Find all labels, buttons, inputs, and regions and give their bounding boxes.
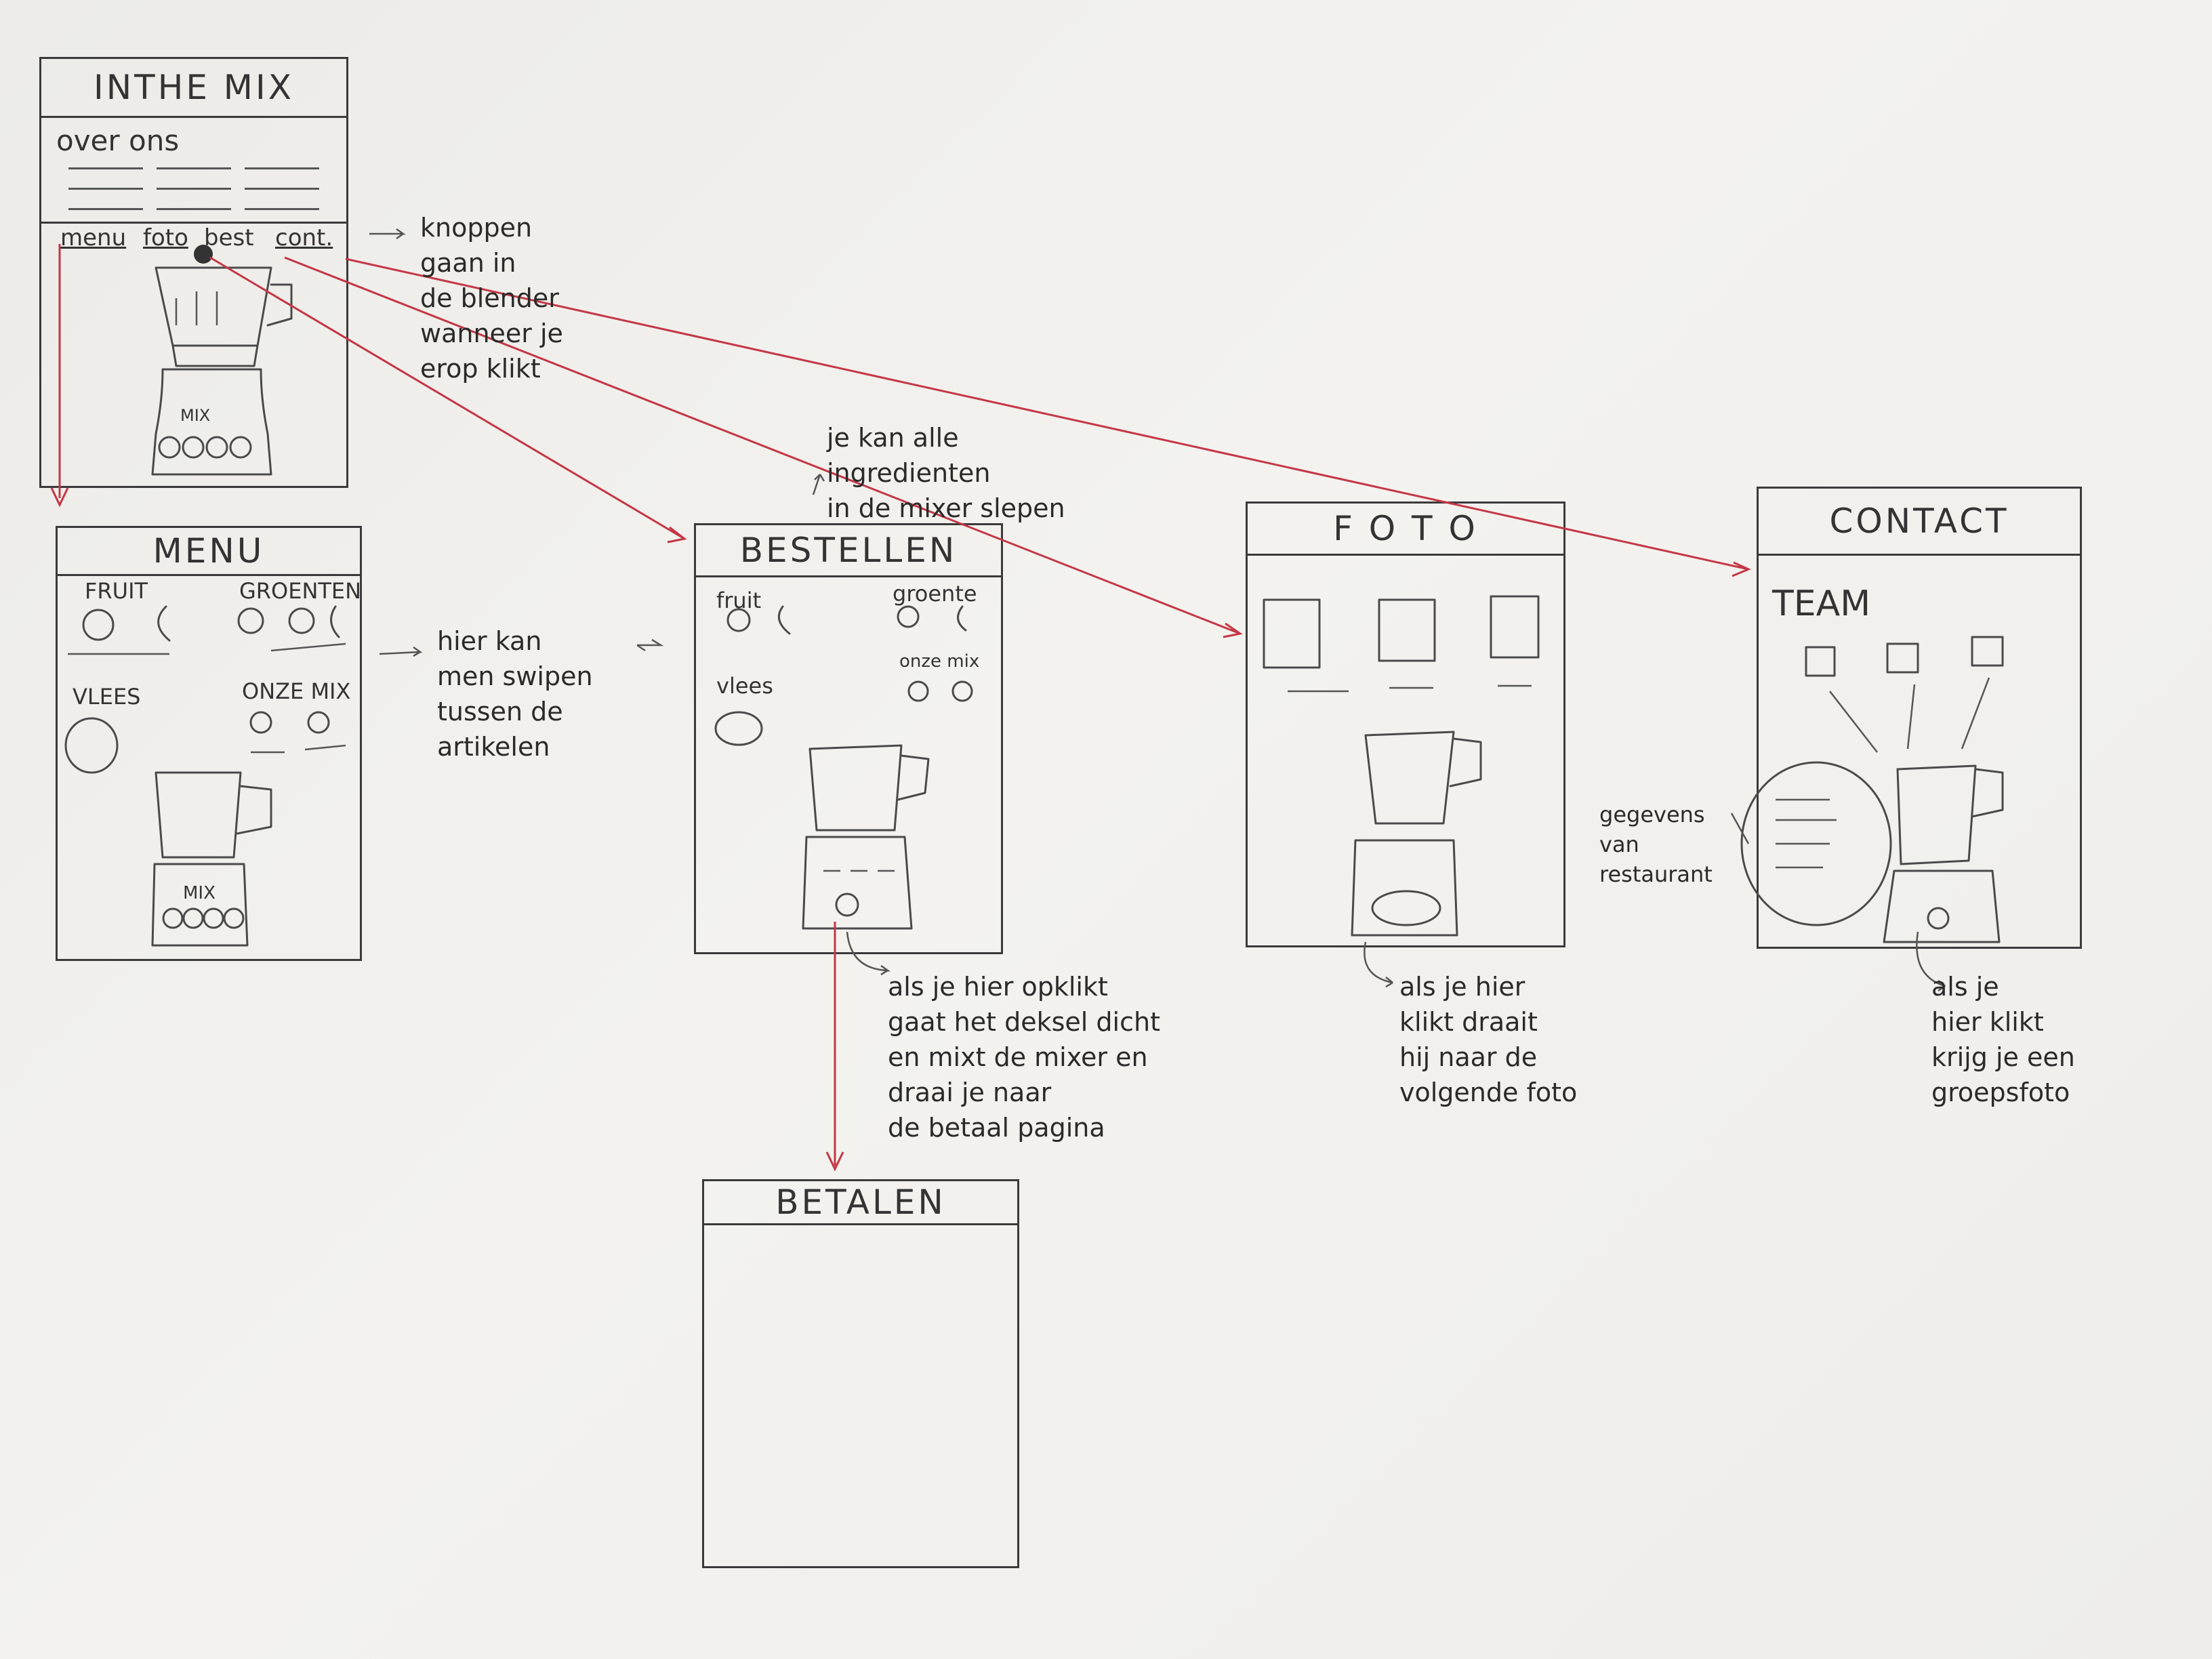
note-drag: je kan alle ingredienten in de mixer sle… xyxy=(827,423,1065,523)
note-restaurant-details: gegevens van restaurant xyxy=(1599,802,1713,887)
photo-screen: F O T O xyxy=(1246,501,1565,947)
text-line xyxy=(68,188,143,190)
text-line xyxy=(157,208,231,210)
mix-icon xyxy=(907,680,929,702)
pay-title: BETALEN xyxy=(704,1181,1017,1225)
contact-blender-drawing xyxy=(1883,764,2004,943)
note-photo-next: als je hier klikt draait hij naar de vol… xyxy=(1399,972,1578,1107)
apple-icon xyxy=(726,608,751,632)
contact-screen: CONTACT TEAM xyxy=(1757,487,2082,949)
category-onze-mix[interactable]: ONZE MIX xyxy=(242,678,351,704)
team-member-photo xyxy=(1886,642,1919,674)
nav-menu-button[interactable]: menu xyxy=(60,224,127,251)
nav-order-button[interactable]: best xyxy=(204,224,254,251)
leaf-icon xyxy=(957,605,967,632)
mix-icon xyxy=(951,680,973,702)
menu-blender-drawing xyxy=(151,771,272,947)
note-buttons: knoppen gaan in de blender wanneer je er… xyxy=(420,213,563,384)
mix-icon xyxy=(249,711,272,734)
blender-label: MIX xyxy=(180,406,211,425)
photo-blender-drawing xyxy=(1351,731,1482,937)
order-blender-drawing xyxy=(802,744,930,930)
arrow-home-to-order xyxy=(209,256,685,540)
order-title: BESTELLEN xyxy=(696,525,1001,577)
text-line xyxy=(68,167,143,169)
order-icons xyxy=(714,605,973,746)
about-heading: over ons xyxy=(56,124,180,157)
annotation-pointers xyxy=(369,228,1946,992)
banana-icon xyxy=(157,605,171,642)
text-line xyxy=(157,167,231,169)
nav-contact-button[interactable]: cont. xyxy=(275,224,333,251)
note-swipe: hier kan men swipen tussen de artikelen xyxy=(437,626,593,762)
contact-title: CONTACT xyxy=(1759,489,2080,556)
photo-thumbnail xyxy=(1490,595,1540,659)
photo-title: F O T O xyxy=(1248,504,1563,556)
text-line xyxy=(157,188,231,190)
menu-screen: MENU FRUIT GROENTEN VLEES ONZE MIX MIX xyxy=(56,526,362,961)
text-line xyxy=(68,208,143,210)
category-onze-mix[interactable]: onze mix xyxy=(899,651,980,672)
apple-icon xyxy=(82,609,115,641)
blender-drawing xyxy=(151,245,293,476)
tomato-icon xyxy=(288,607,315,634)
menu-icons xyxy=(64,605,346,774)
banana-icon xyxy=(777,605,791,635)
order-screen: BESTELLEN fruit groente vlees onze mix xyxy=(694,523,1003,954)
team-member-photo xyxy=(1971,636,2004,667)
category-groente[interactable]: groente xyxy=(893,581,977,607)
team-heading: TEAM xyxy=(1772,583,1871,624)
cow-icon xyxy=(64,717,119,774)
category-vlees[interactable]: vlees xyxy=(716,673,773,699)
vegetable-icon xyxy=(237,607,264,634)
text-line xyxy=(245,188,319,190)
nav-divider xyxy=(41,222,346,224)
next-photo-button xyxy=(1371,890,1441,926)
flow-arrows xyxy=(50,244,1751,1172)
note-mix: als je hier opklikt gaat het deksel dich… xyxy=(888,972,1160,1143)
arrow-home-to-photo xyxy=(284,256,1241,635)
group-photo-button xyxy=(1927,907,1950,930)
mix-icon xyxy=(307,711,330,734)
home-screen: INTHE MIX over ons menu foto best cont. … xyxy=(39,57,348,488)
photo-thumbnail xyxy=(1378,598,1436,662)
category-vlees[interactable]: VLEES xyxy=(73,684,141,710)
restaurant-details-bubble xyxy=(1740,761,1892,926)
nav-foto-button[interactable]: foto xyxy=(143,224,188,251)
photo-thumbnails xyxy=(1263,595,1540,693)
team-member-photo xyxy=(1805,646,1836,677)
mix-button xyxy=(835,893,859,917)
text-line xyxy=(245,167,319,169)
photo-thumbnail xyxy=(1263,598,1321,669)
arrow-home-to-contact xyxy=(345,258,1749,571)
note-group-photo: als je hier klikt krijg je een groepsfot… xyxy=(1931,972,2075,1107)
blender-label: MIX xyxy=(183,883,216,903)
vegetable-icon xyxy=(897,605,920,628)
home-title: INTHE MIX xyxy=(41,59,346,118)
pay-screen: BETALEN xyxy=(702,1179,1019,1568)
team-photos xyxy=(1805,636,2004,753)
category-fruit[interactable]: FRUIT xyxy=(85,578,148,604)
text-line xyxy=(245,208,319,210)
menu-title: MENU xyxy=(58,528,360,576)
category-groenten[interactable]: GROENTEN xyxy=(239,578,362,604)
pig-icon xyxy=(714,711,763,746)
leaf-icon xyxy=(330,605,340,638)
